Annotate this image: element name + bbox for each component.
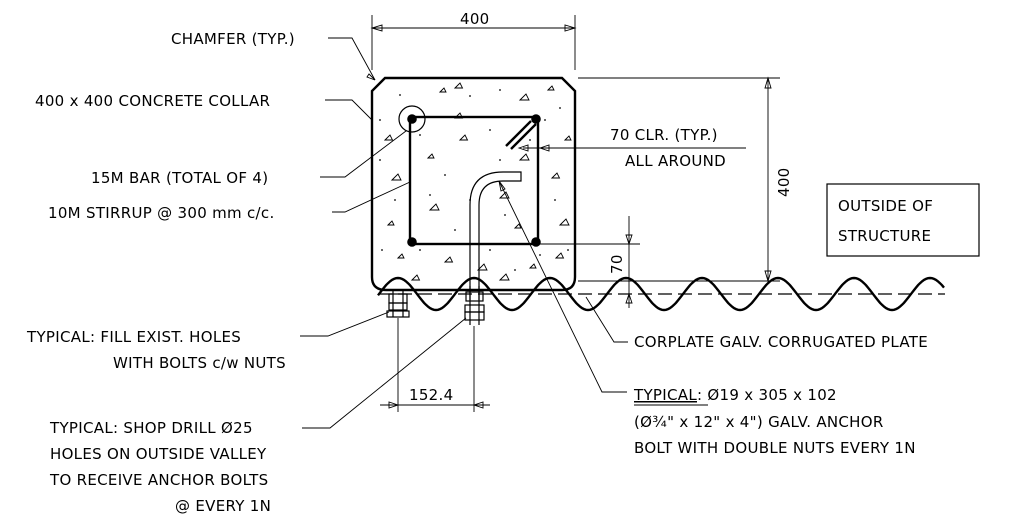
aggregate-dot	[379, 159, 381, 161]
fill-holes-label-1: TYPICAL: FILL EXIST. HOLES	[26, 328, 241, 346]
bar-bottom-left	[407, 237, 417, 247]
anchor-size: : Ø19 x 305 x 102	[697, 386, 837, 404]
anchor-label-2: (Ø¾" x 12" x 4") GALV. ANCHOR	[634, 413, 884, 431]
top-dimension-value: 400	[460, 10, 490, 28]
aggregate-mark	[513, 223, 522, 229]
drill-label-1: TYPICAL: SHOP DRILL Ø25	[49, 419, 253, 437]
drill-label-4: @ EVERY 1N	[175, 497, 271, 515]
aggregate-dot	[419, 249, 421, 251]
aggregate-dot	[529, 139, 531, 141]
outside-label-1: OUTSIDE OF	[838, 197, 933, 215]
aggregate-dot	[429, 194, 431, 196]
bottom-dimension-value: 152.4	[409, 386, 453, 404]
clear-cover-label: 70 CLR. (TYP.)	[610, 126, 718, 144]
aggregate-mark	[410, 274, 421, 281]
aggregate-dot	[454, 229, 456, 231]
corrugated-plate	[377, 276, 945, 312]
aggregate-mark	[390, 173, 402, 181]
aggregate-dot	[567, 249, 569, 251]
concrete-hatch	[379, 82, 572, 281]
aggregate-mark	[428, 203, 440, 211]
collar-outline	[370, 76, 577, 292]
aggregate-mark	[386, 220, 395, 226]
drill-label-2: HOLES ON OUTSIDE VALLEY	[50, 445, 267, 463]
aggregate-mark	[518, 93, 530, 101]
aggregate-dot	[381, 249, 383, 251]
bar-label: 15M BAR (TOTAL OF 4)	[91, 169, 268, 187]
anchor-label-1: TYPICAL: Ø19 x 305 x 102	[633, 386, 837, 404]
bar-bottom-right	[531, 237, 541, 247]
aggregate-mark	[458, 134, 469, 141]
drill-label-3: TO RECEIVE ANCHOR BOLTS	[49, 471, 268, 489]
aggregate-dot	[559, 107, 561, 109]
aggregate-mark	[476, 263, 488, 271]
bar-top-right	[531, 114, 541, 124]
collar-label: 400 x 400 CONCRETE COLLAR	[35, 92, 270, 110]
aggregate-dot	[554, 199, 556, 201]
anchor-bolt-nuts	[464, 286, 485, 325]
bar-top-left	[407, 114, 417, 124]
aggregate-dot	[544, 119, 546, 121]
all-around-label: ALL AROUND	[625, 152, 726, 170]
aggregate-mark	[563, 135, 572, 141]
stirrup	[408, 115, 540, 246]
anchor-bolt	[469, 171, 522, 300]
aggregate-mark	[383, 134, 394, 141]
aggregate-mark	[443, 256, 454, 263]
aggregate-mark	[498, 273, 510, 281]
aggregate-mark	[426, 153, 435, 159]
anchor-label-3: BOLT WITH DOUBLE NUTS EVERY 1N	[634, 439, 916, 457]
outside-structure-box	[826, 183, 980, 257]
stirrup-label: 10M STIRRUP @ 300 mm c/c.	[48, 204, 275, 222]
aggregate-dot	[504, 214, 506, 216]
aggregate-dot	[444, 174, 446, 176]
fill-holes-label-2: WITH BOLTS c/w NUTS	[113, 354, 286, 372]
aggregate-mark	[498, 191, 510, 199]
aggregate-mark	[453, 82, 464, 89]
aggregate-dot	[499, 89, 501, 91]
aggregate-dot	[539, 254, 541, 256]
aggregate-mark	[546, 85, 555, 91]
stirrup-hook	[505, 120, 532, 147]
aggregate-mark	[396, 253, 405, 259]
bar-callout-circle	[398, 105, 426, 133]
aggregate-mark	[554, 252, 565, 259]
aggregate-mark	[518, 153, 530, 161]
aggregate-dot	[514, 269, 516, 271]
aggregate-mark	[438, 87, 447, 93]
aggregate-dot	[394, 199, 396, 201]
embed-dimension-value: 70	[608, 254, 626, 274]
aggregate-dot	[469, 95, 471, 97]
aggregate-mark	[550, 172, 561, 179]
aggregate-dot	[499, 159, 501, 161]
aggregate-mark	[528, 263, 537, 269]
right-dimension-value: 400	[775, 167, 793, 197]
chamfer-label: CHAMFER (TYP.)	[171, 30, 295, 48]
outside-label-2: STRUCTURE	[838, 227, 931, 245]
aggregate-dot	[399, 94, 401, 96]
aggregate-dot	[489, 129, 491, 131]
aggregate-dot	[419, 134, 421, 136]
corplate-label: CORPLATE GALV. CORRUGATED PLATE	[634, 333, 928, 351]
anchor-typical-word: TYPICAL	[633, 386, 697, 404]
existing-bolt	[386, 289, 410, 318]
aggregate-mark	[558, 218, 570, 226]
aggregate-dot	[379, 119, 381, 121]
aggregate-dot	[489, 249, 491, 251]
